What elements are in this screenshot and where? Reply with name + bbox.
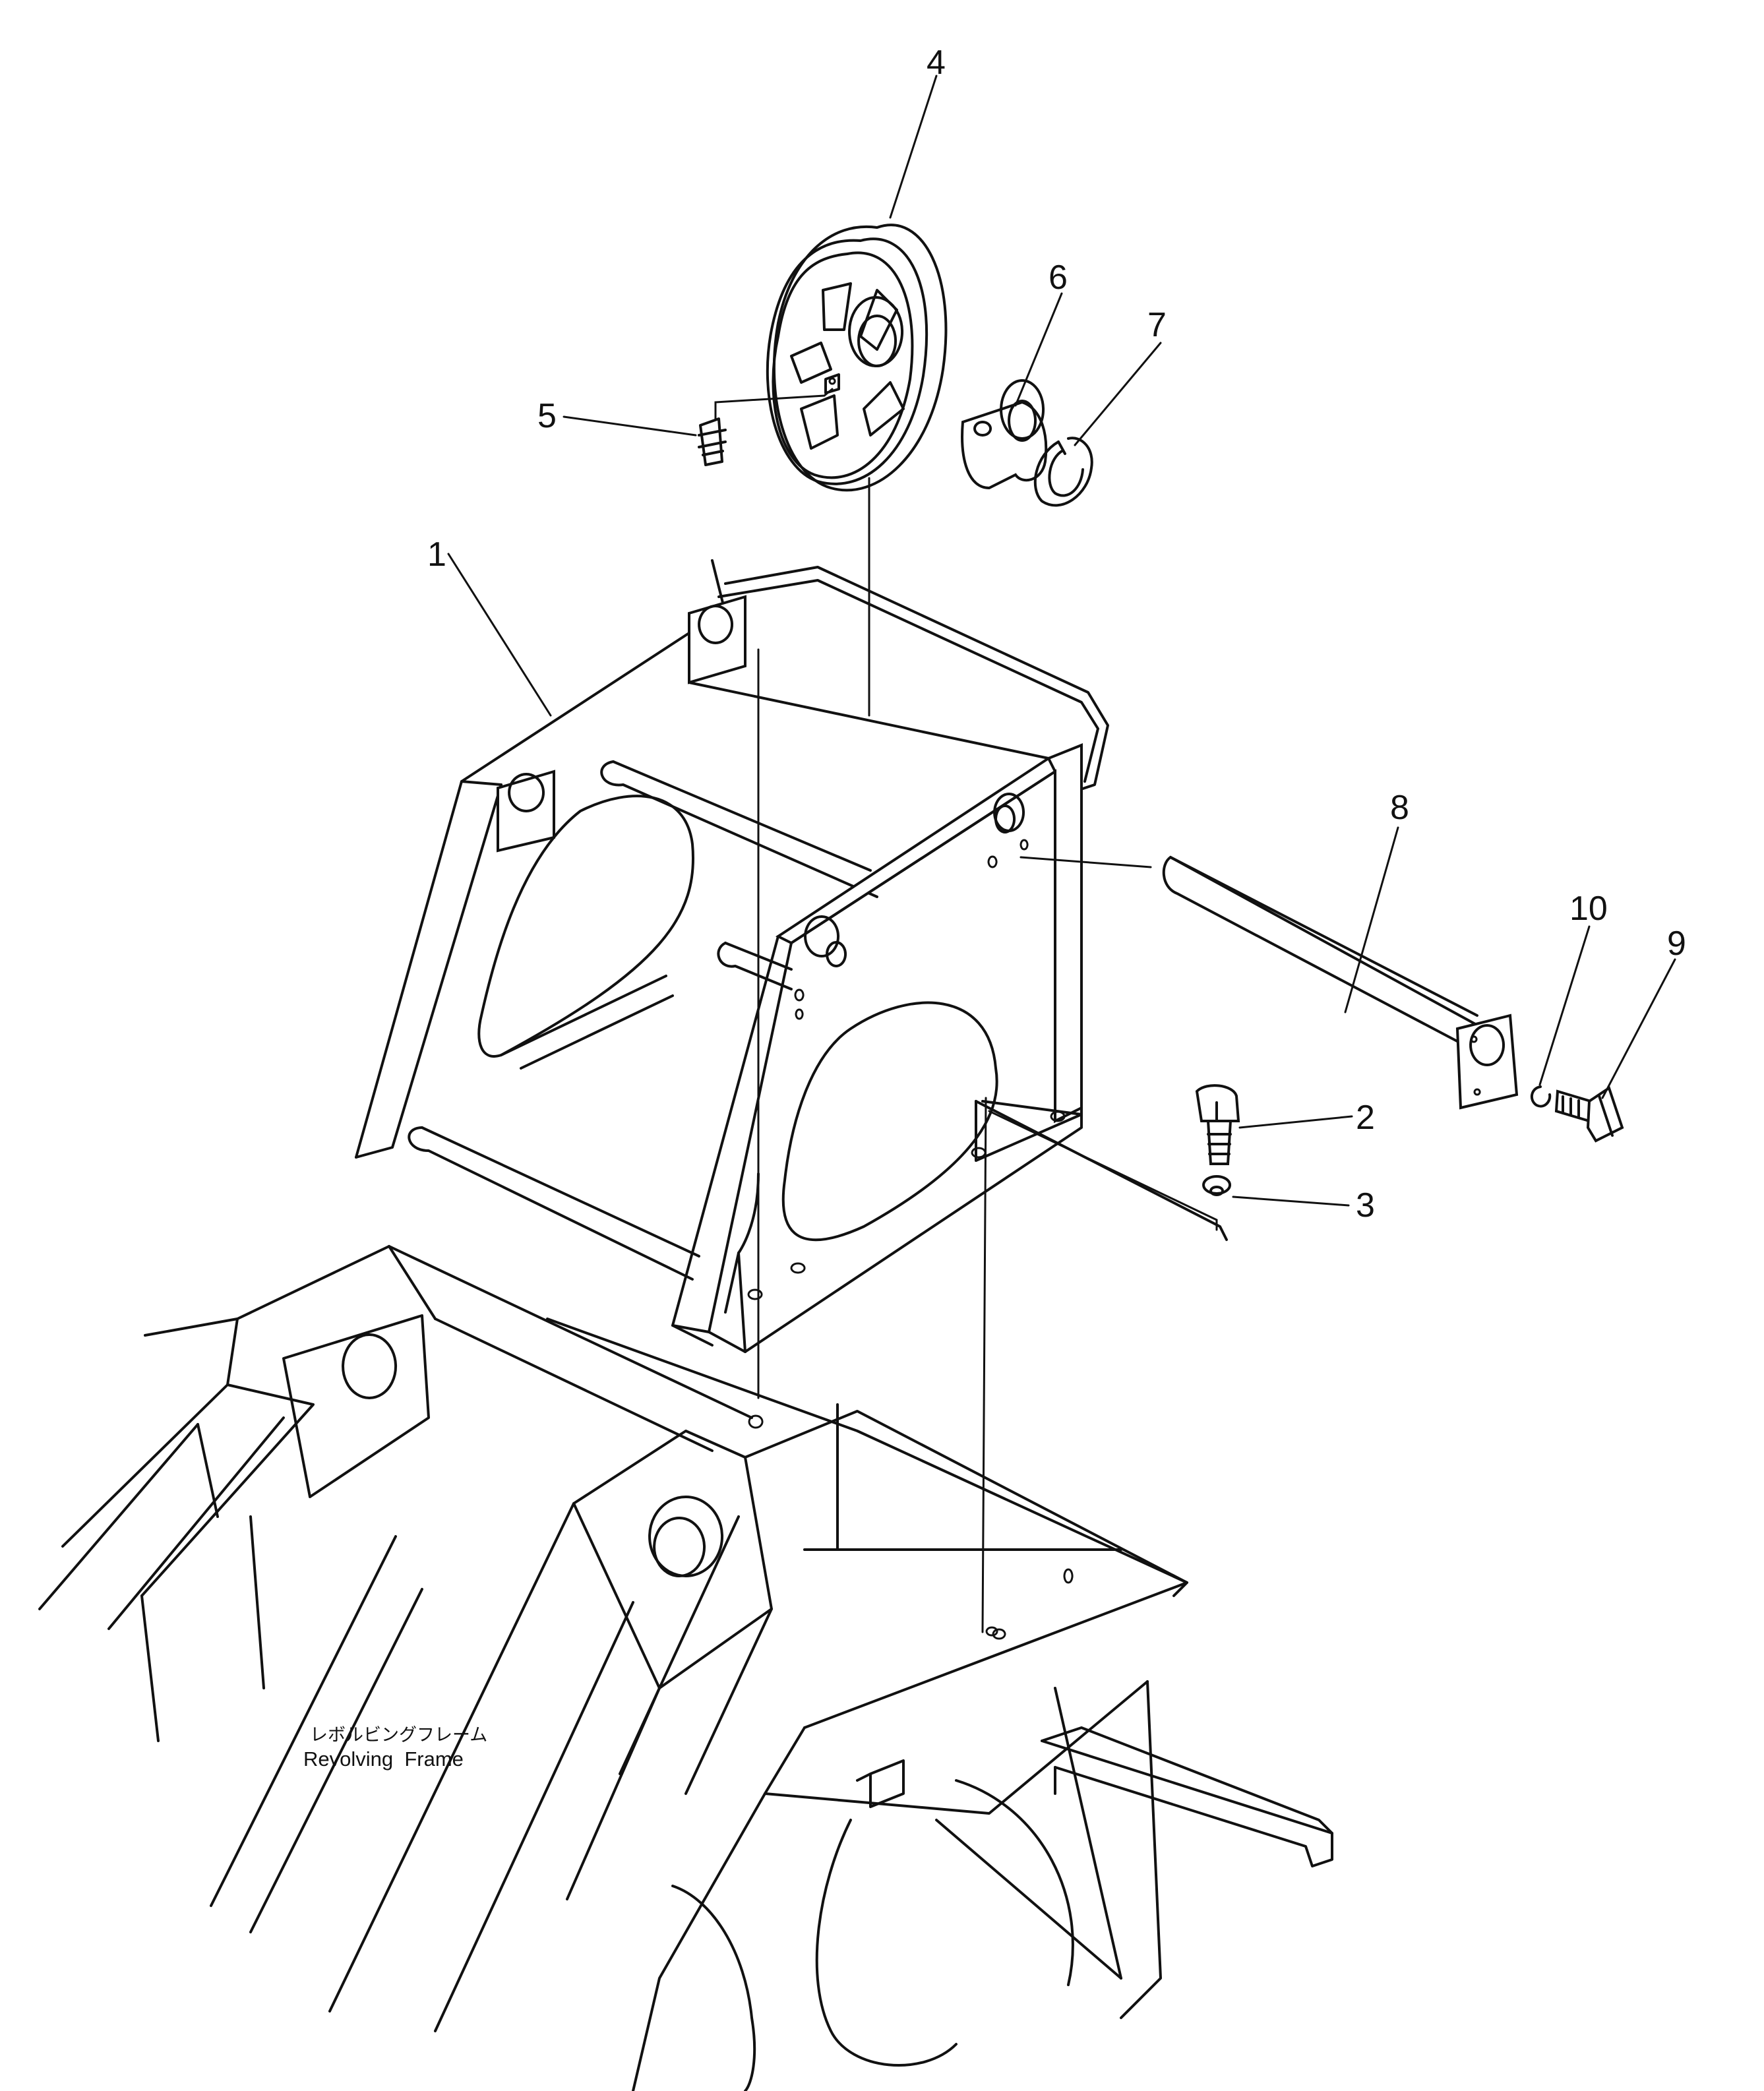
frame-label-japanese: レボルビングフレーム [310,1725,487,1745]
frame-label: レボルビングフレーム Revolving Frame [303,1725,487,1771]
callout-7: 7 [1147,306,1167,344]
bolt-9 [1554,1085,1624,1143]
callout-10: 10 [1569,890,1608,928]
assembly-lines [757,477,1218,1633]
callout-5: 5 [537,397,557,435]
callout-4: 4 [927,44,946,82]
washer [1202,1175,1231,1196]
callout-9: 9 [1667,924,1686,963]
callout-8: 8 [1390,789,1409,827]
leader-lines [447,75,1676,1207]
bracket-assembly [355,559,1228,1353]
bolt-2 [1195,1084,1240,1165]
pin [1162,855,1519,1110]
callout-3: 3 [1356,1186,1375,1225]
revolving-frame [38,1245,1333,2091]
grease-fitting [698,417,727,466]
snap-ring [1033,437,1093,507]
callouts: 1 2 3 4 5 6 7 8 9 10 [427,44,1686,1225]
callout-2: 2 [1356,1099,1375,1137]
frame-label-english: Revolving Frame [303,1747,464,1771]
callout-6: 6 [1049,258,1068,297]
bushing [961,379,1048,490]
lock-washer [1530,1085,1552,1108]
sheave [714,224,948,492]
callout-1: 1 [427,535,446,574]
